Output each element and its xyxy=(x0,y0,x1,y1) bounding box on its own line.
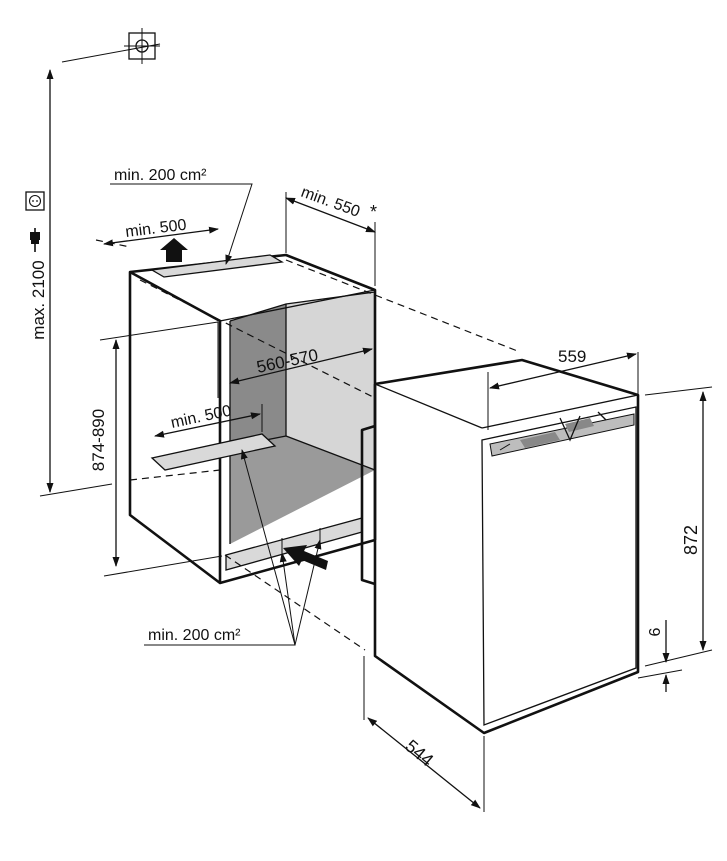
appliance-depth-label: 544 xyxy=(401,736,437,771)
plug-icon xyxy=(30,228,40,252)
bottom-vent-area-dimension: min. 200 cm² xyxy=(144,449,322,646)
appliance-plinth-label: 6 xyxy=(647,627,664,636)
niche-cabinet xyxy=(128,253,377,585)
bottom-vent-area-label: min. 200 cm² xyxy=(148,627,241,644)
socket-icon xyxy=(25,191,45,211)
max-height-dimension: max. 2100 xyxy=(29,43,161,497)
appliance xyxy=(360,358,640,735)
niche-depth-dimension: min. 550 * xyxy=(285,184,377,286)
appliance-height-label: 872 xyxy=(681,525,701,555)
top-vent-depth-dimension: min. 500 xyxy=(103,217,219,247)
appliance-width-label: 559 xyxy=(558,347,586,366)
max-height-label: max. 2100 xyxy=(29,260,48,339)
niche-height-label: 874-890 xyxy=(89,409,108,471)
appliance-width-dimension: 559 xyxy=(487,347,639,430)
appliance-height-dimension: 872 xyxy=(644,386,713,667)
water-connection-icon xyxy=(124,28,160,64)
niche-height-dimension: 874-890 xyxy=(89,321,223,577)
top-vent-area-label: min. 200 cm² xyxy=(114,167,207,184)
airflow-arrow-icon xyxy=(160,238,188,262)
bottom-vent-depth-label: min. 500 xyxy=(169,403,233,432)
airflow-arrow-icon xyxy=(283,545,328,570)
top-vent-area-dimension: min. 200 cm² xyxy=(110,167,253,265)
top-vent-depth-label: min. 500 xyxy=(124,217,187,241)
appliance-depth-dimension: 544 xyxy=(363,656,485,812)
niche-depth-note: * xyxy=(370,202,377,222)
appliance-plinth-dimension: 6 xyxy=(637,620,683,692)
